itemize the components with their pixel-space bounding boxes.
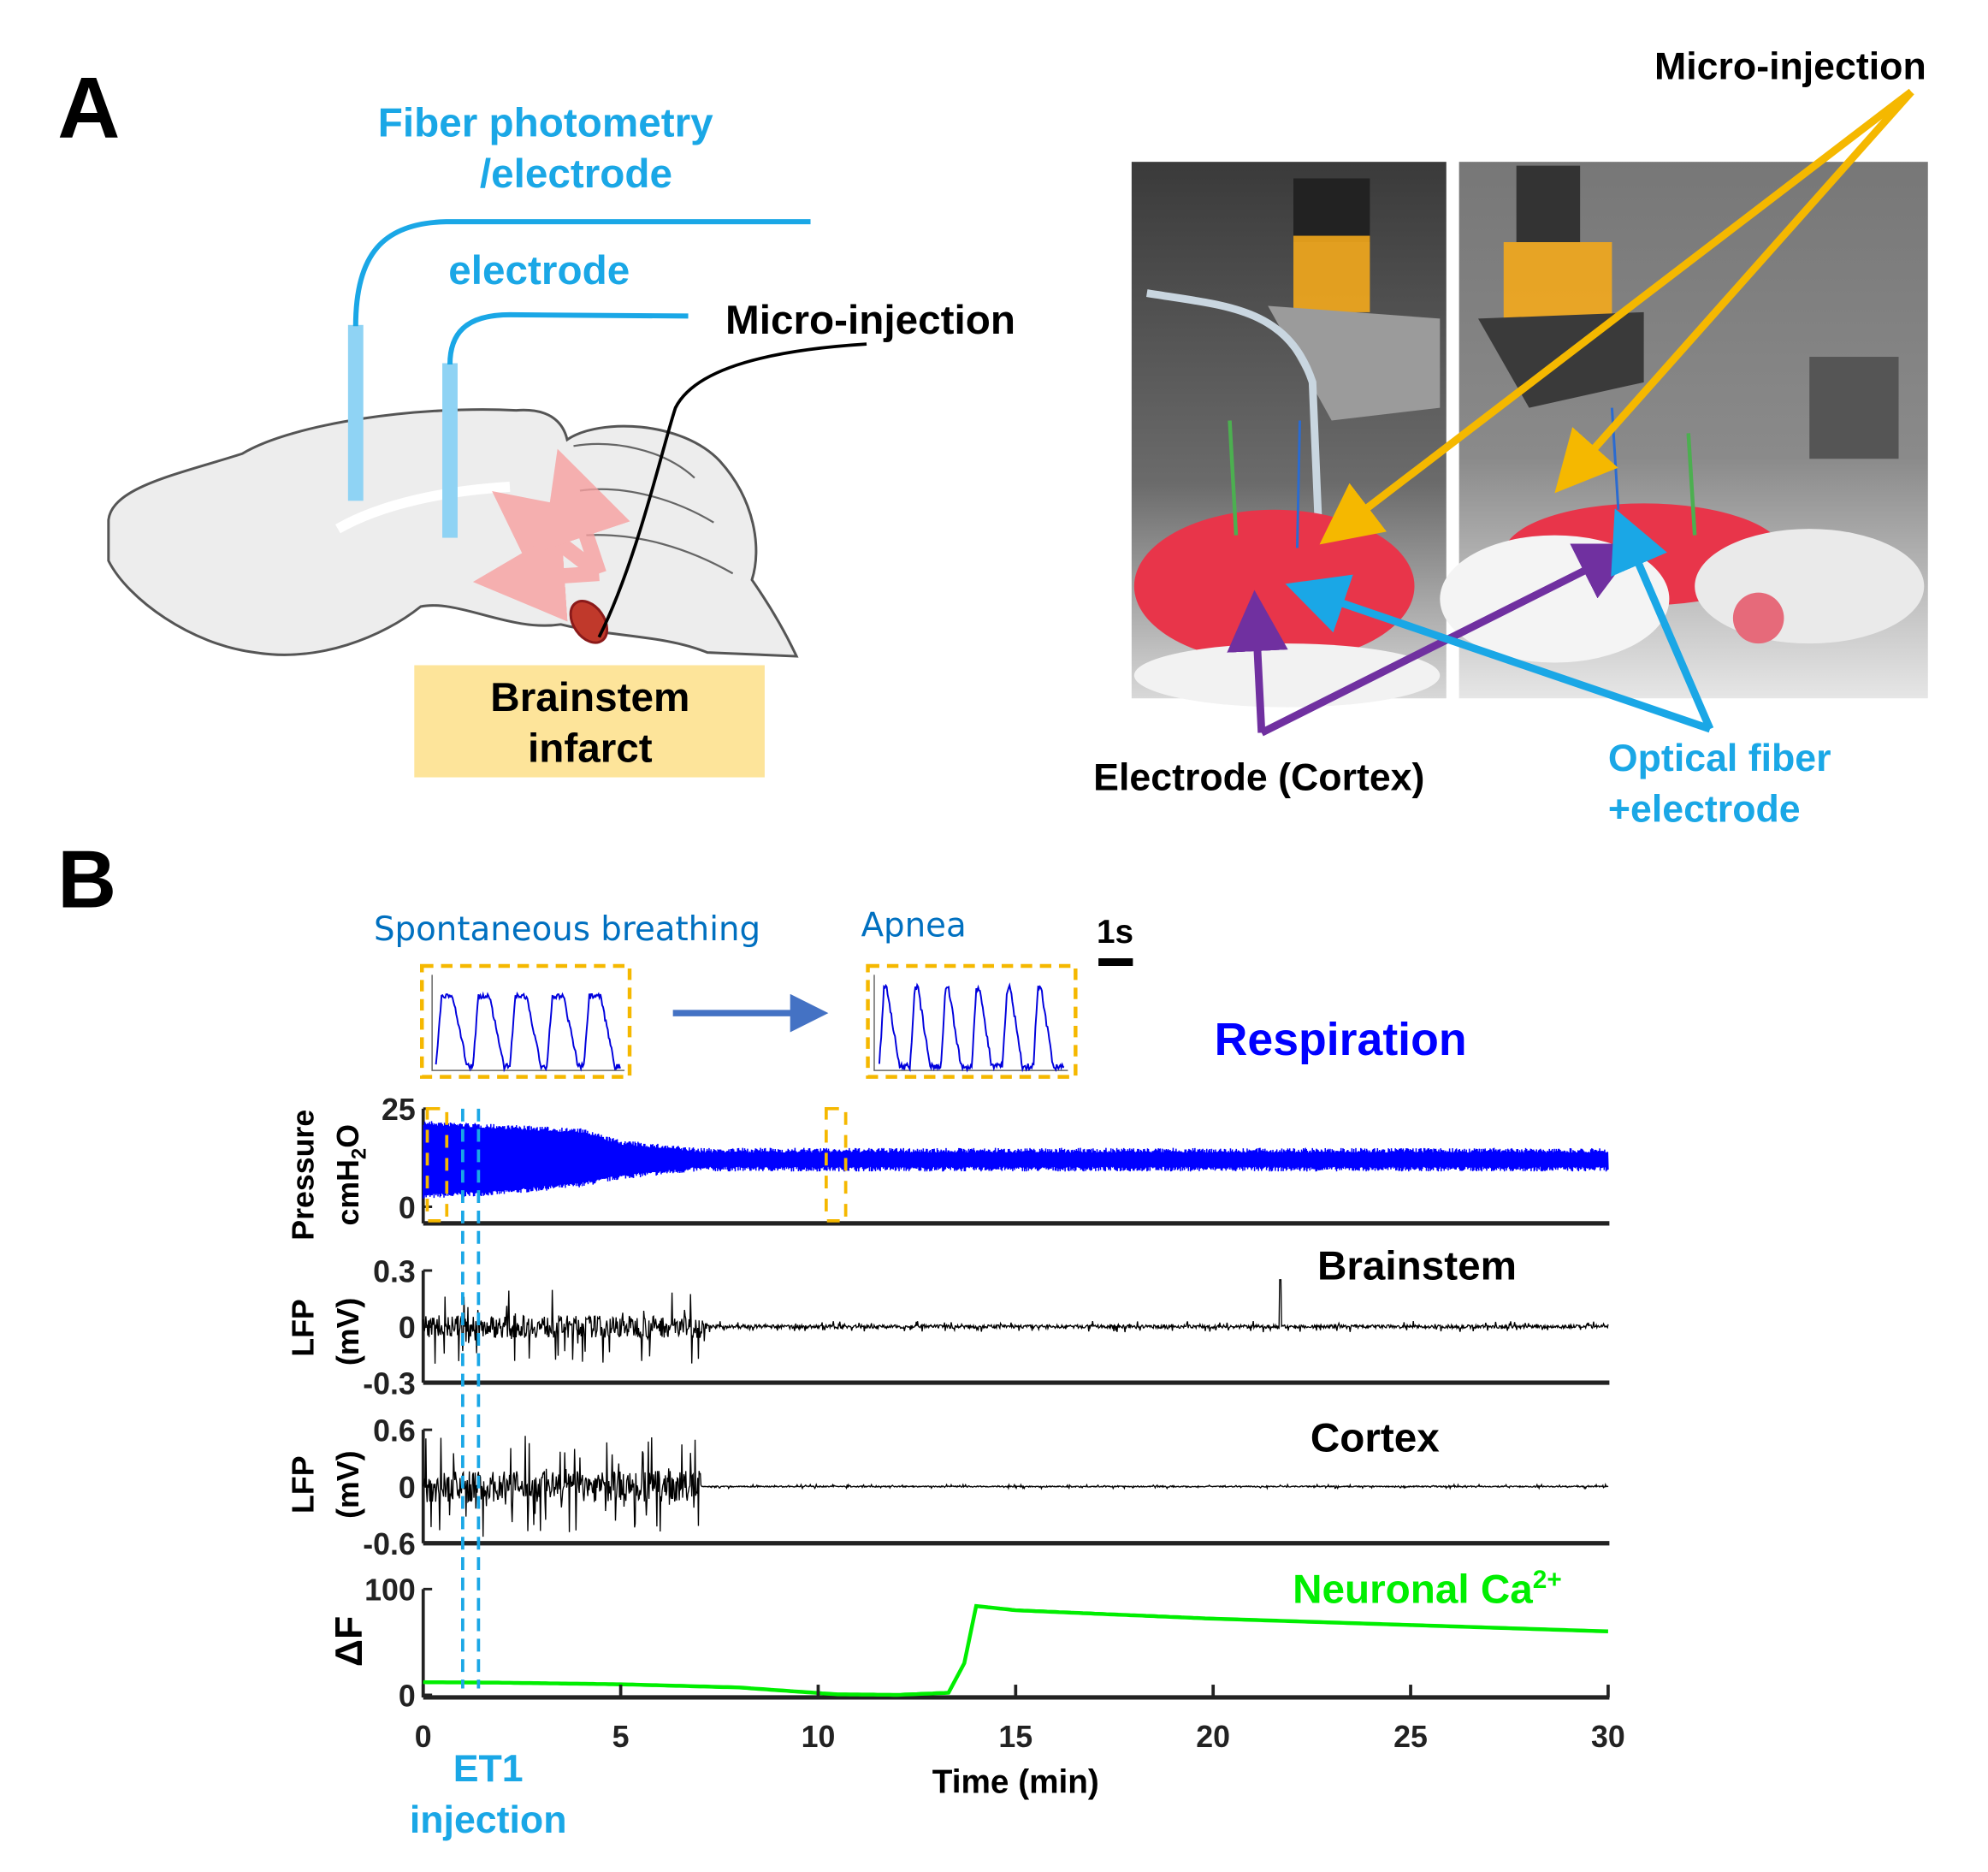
photo-arrows (1227, 88, 1914, 737)
panel-a-label: A (57, 60, 120, 157)
pressure-ylabel-units: cmH2O (331, 1124, 371, 1226)
fiber-photometry-label: Fiber photometry (378, 100, 713, 145)
brainstem-ylabel-units: (mV) (331, 1298, 365, 1365)
fiber-right (442, 363, 458, 538)
inset-right-plot (873, 975, 1068, 1073)
electrode-label: electrode (448, 248, 630, 293)
x-tick-label: 30 (1591, 1720, 1625, 1754)
pressure-unit-end: O (331, 1124, 365, 1148)
brainstem-y-tick-label: 0.3 (373, 1254, 416, 1288)
x-tick-label: 15 (998, 1720, 1032, 1754)
cortex-trace (423, 1436, 1609, 1537)
infarct-label: Brainstem (490, 675, 689, 720)
pressure-y-tick-label: 25 (382, 1093, 416, 1127)
photo-fiber-label-2: +electrode (1608, 789, 1801, 831)
inset-left-plot (431, 975, 625, 1073)
blue-arrow-2 (1611, 508, 1714, 731)
purple-arrow-1 (1227, 589, 1288, 733)
brainstem-y-tick-label: 0 (399, 1311, 416, 1345)
calcium-y-tick-label: 100 (364, 1573, 416, 1608)
pressure-unit-text: cmH (331, 1159, 365, 1225)
cortex-y-tick-label: 0 (399, 1471, 416, 1505)
photo-electrode-label: Electrode (Cortex) (1093, 756, 1424, 798)
microinjection-label: Micro-injection (725, 298, 1015, 343)
x-axis-label: Time (min) (932, 1764, 1099, 1801)
cortex-title: Cortex (1311, 1415, 1440, 1460)
x-tick-label: 25 (1393, 1720, 1428, 1754)
photo-microinjection-label: Micro-injection (1654, 45, 1926, 87)
panel-b-label: B (57, 834, 116, 925)
cortex-ylabel: LFP (287, 1455, 321, 1514)
inset-window-marker (824, 1106, 848, 1223)
infarct-lesion (569, 600, 609, 644)
inset-left-title: Spontaneous breathing (374, 910, 760, 949)
calcium-trace (423, 1603, 1608, 1697)
brainstem-trace (423, 1279, 1609, 1364)
x-tick-label: 0 (415, 1720, 432, 1754)
inset-right-box (866, 963, 1078, 1079)
cortex-y-tick-label: -0.6 (363, 1527, 416, 1561)
infarct-box (414, 665, 765, 778)
brain-highlight (334, 482, 511, 534)
cortex-y-tick-label: 0.6 (373, 1414, 416, 1448)
photo-right (1440, 162, 1928, 699)
pressure-trace (422, 1121, 1609, 1200)
photo-fiber-label: Optical fiber (1608, 738, 1831, 779)
scalebar (1098, 958, 1133, 967)
fiber-left (347, 324, 364, 501)
pressure-y-tick-label: 0 (399, 1191, 416, 1225)
fiber-cable-right (447, 311, 689, 365)
et1-label: ET1 (453, 1748, 524, 1790)
scalebar-label: 1s (1097, 914, 1133, 951)
brainstem-y-tick-label: -0.3 (363, 1366, 416, 1401)
x-tick-label: 10 (802, 1720, 836, 1754)
time-series-plots: 25 0 0.3 0 -0.3 0.6 0 -0.6 100 0 0 5 10 15 20 25 30 (363, 1093, 1625, 1754)
blue-arrow-1 (1285, 574, 1712, 733)
inset-left-box (420, 963, 632, 1079)
respiration-title: Respiration (1215, 1014, 1467, 1065)
calcium-y-tick-label: 0 (399, 1679, 416, 1713)
yellow-arrow-2 (1554, 89, 1914, 494)
calcium-ylabel: ΔF (328, 1616, 370, 1667)
infarct-label-2: infarct (528, 726, 653, 772)
yellow-arrow-1 (1319, 88, 1914, 545)
cortex-ylabel-units: (mV) (331, 1450, 365, 1518)
x-tick-label: 20 (1196, 1720, 1230, 1754)
brainstem-ylabel: LFP (287, 1299, 321, 1357)
inset-window-marker (425, 1106, 449, 1223)
microinjection-line (597, 342, 867, 638)
pressure-unit-sub: 2 (348, 1148, 371, 1159)
brain-diagram (107, 219, 867, 778)
brainstem-title: Brainstem (1317, 1243, 1517, 1288)
calcium-title-sup: 2+ (1533, 1566, 1562, 1594)
inset-right-title: Apnea (861, 907, 967, 945)
fiber-photometry-label-2: /electrode (480, 151, 672, 197)
x-tick-label: 5 (612, 1720, 630, 1754)
red-arrows (472, 448, 630, 622)
pressure-ylabel: Pressure (287, 1110, 321, 1241)
calcium-title-text: Neuronal Ca (1293, 1567, 1533, 1613)
fiber-cable-left (352, 219, 811, 327)
calcium-title: Neuronal Ca2+ (1293, 1566, 1562, 1613)
et1-label-2: injection (410, 1799, 567, 1841)
